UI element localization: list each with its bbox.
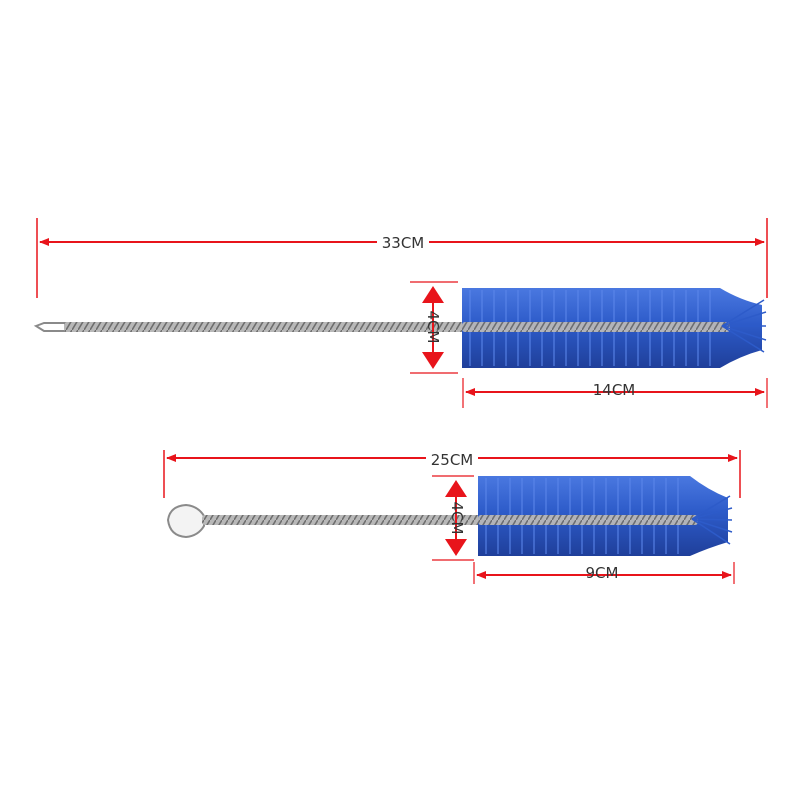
handle-loop: [166, 503, 205, 539]
handle-wire: [202, 515, 482, 525]
diameter-dimension: 4CM: [432, 475, 474, 561]
overall-length-label: 33CM: [382, 234, 425, 252]
overall-length-label: 25CM: [431, 451, 474, 469]
head-length-dimension: 9CM: [473, 562, 735, 584]
handle-wire: [33, 322, 464, 332]
head-length-label: 9CM: [586, 564, 619, 582]
diameter-dimension: 4CM: [410, 281, 458, 374]
bristle-head: [462, 288, 767, 368]
overall-length-dimension: 33CM: [36, 218, 768, 298]
long-brush: 33CM: [33, 218, 768, 408]
diameter-label: 4CM: [448, 502, 466, 535]
head-length-dimension: 14CM: [462, 378, 768, 408]
overall-length-dimension: 25CM: [163, 449, 741, 498]
short-brush: 25CM: [163, 449, 741, 584]
diameter-label: 4CM: [424, 311, 442, 344]
head-length-label: 14CM: [593, 381, 636, 399]
bristle-head: [478, 476, 733, 556]
